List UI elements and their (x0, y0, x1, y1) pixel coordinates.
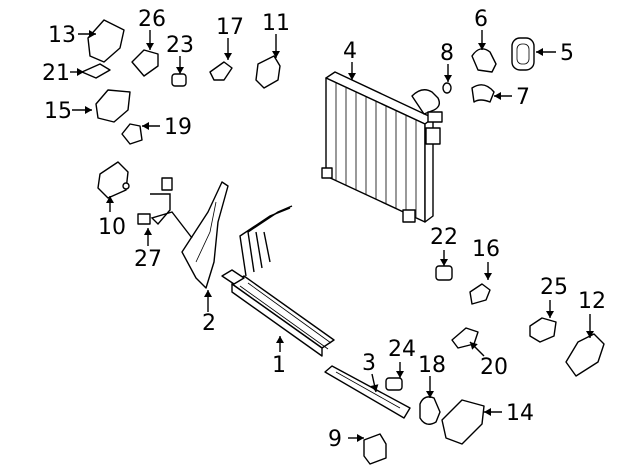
part-23-plug (171, 73, 187, 87)
arrowhead-c19 (142, 122, 149, 130)
part-12-motor (565, 333, 605, 377)
callout-19: 19 (164, 115, 192, 140)
callout-21: 21 (42, 61, 70, 86)
part-7-elbow-hose (471, 84, 495, 103)
callout-10: 10 (98, 215, 126, 240)
part-15-sensor (95, 89, 131, 123)
callout-6: 6 (474, 7, 488, 32)
callout-16: 16 (472, 237, 500, 262)
callout-25: 25 (540, 275, 568, 300)
part-24-clip (385, 377, 403, 391)
callout-2: 2 (202, 311, 216, 336)
part-27-harness (137, 177, 193, 239)
callout-4: 4 (343, 39, 357, 64)
arrowhead-c20 (470, 342, 478, 350)
arrowhead-c5 (536, 48, 543, 56)
arrowhead-c26 (146, 43, 154, 50)
arrowhead-c9 (357, 434, 364, 442)
arrowhead-c17 (224, 53, 232, 60)
part-8-o-ring (442, 82, 452, 94)
arrowhead-c23 (176, 67, 184, 74)
callout-8: 8 (440, 41, 454, 66)
part-14-actuator (441, 399, 485, 445)
arrowhead-c24 (396, 371, 404, 378)
part-21-bracket (81, 63, 111, 79)
arrowhead-c22 (440, 259, 448, 266)
arrowhead-c21 (77, 68, 84, 76)
arrowhead-c1 (276, 336, 284, 343)
part-11-sensor (255, 55, 281, 89)
part-22-sensor (435, 265, 453, 281)
arrowhead-c27 (144, 228, 152, 235)
arrowhead-c14 (484, 408, 491, 416)
callout-23: 23 (166, 33, 194, 58)
callout-3: 3 (362, 351, 376, 376)
part-13-motor (87, 19, 125, 63)
arrowhead-c6 (478, 43, 486, 50)
arrowhead-c11 (272, 51, 280, 58)
part-25-gasket (529, 317, 557, 343)
arrowhead-c8 (444, 75, 452, 82)
callout-7: 7 (516, 85, 530, 110)
callout-17: 17 (216, 15, 244, 40)
callout-18: 18 (418, 353, 446, 378)
arrowhead-c3 (370, 384, 379, 392)
part-26-sensor (131, 49, 159, 77)
part-10-actuator (97, 161, 130, 199)
arrowhead-c25 (546, 311, 554, 318)
callout-13: 13 (48, 23, 76, 48)
part-2-bracket (181, 181, 229, 289)
part-16-sensor (469, 283, 491, 305)
arrowhead-c13 (89, 30, 96, 38)
part-19-clip (121, 123, 143, 145)
part-1-heater-core (221, 205, 335, 357)
arrowhead-c10 (106, 196, 114, 203)
part-9-connector (363, 433, 387, 465)
callout-14: 14 (506, 401, 534, 426)
callout-11: 11 (262, 11, 290, 36)
callout-9: 9 (328, 427, 342, 452)
arrowhead-c12 (586, 331, 594, 338)
callout-5: 5 (560, 41, 574, 66)
arrowhead-c2 (204, 290, 212, 297)
callout-22: 22 (430, 225, 458, 250)
part-3-seal-strip (324, 365, 411, 419)
part-18-clip (419, 396, 441, 425)
callout-1: 1 (272, 353, 286, 378)
callout-27: 27 (134, 247, 162, 272)
callout-labels: 1 2 3 4 5 6 7 8 9 10 11 12 13 14 15 16 1… (42, 7, 606, 452)
callout-20: 20 (480, 355, 508, 380)
part-17-sensor (209, 61, 233, 81)
part-6-hose-fitting (471, 48, 497, 73)
part-5-grommet (511, 37, 535, 71)
callout-26: 26 (138, 7, 166, 32)
arrowhead-c7 (494, 92, 501, 100)
callout-24: 24 (388, 337, 416, 362)
part-4-evaporator-core (321, 71, 443, 223)
callout-15: 15 (44, 99, 72, 124)
arrowhead-c15 (85, 106, 92, 114)
arrowhead-c16 (484, 273, 492, 280)
arrowhead-c18 (426, 391, 434, 398)
arrowhead-c4 (348, 73, 356, 80)
callout-12: 12 (578, 289, 606, 314)
leader-lines (70, 30, 594, 442)
